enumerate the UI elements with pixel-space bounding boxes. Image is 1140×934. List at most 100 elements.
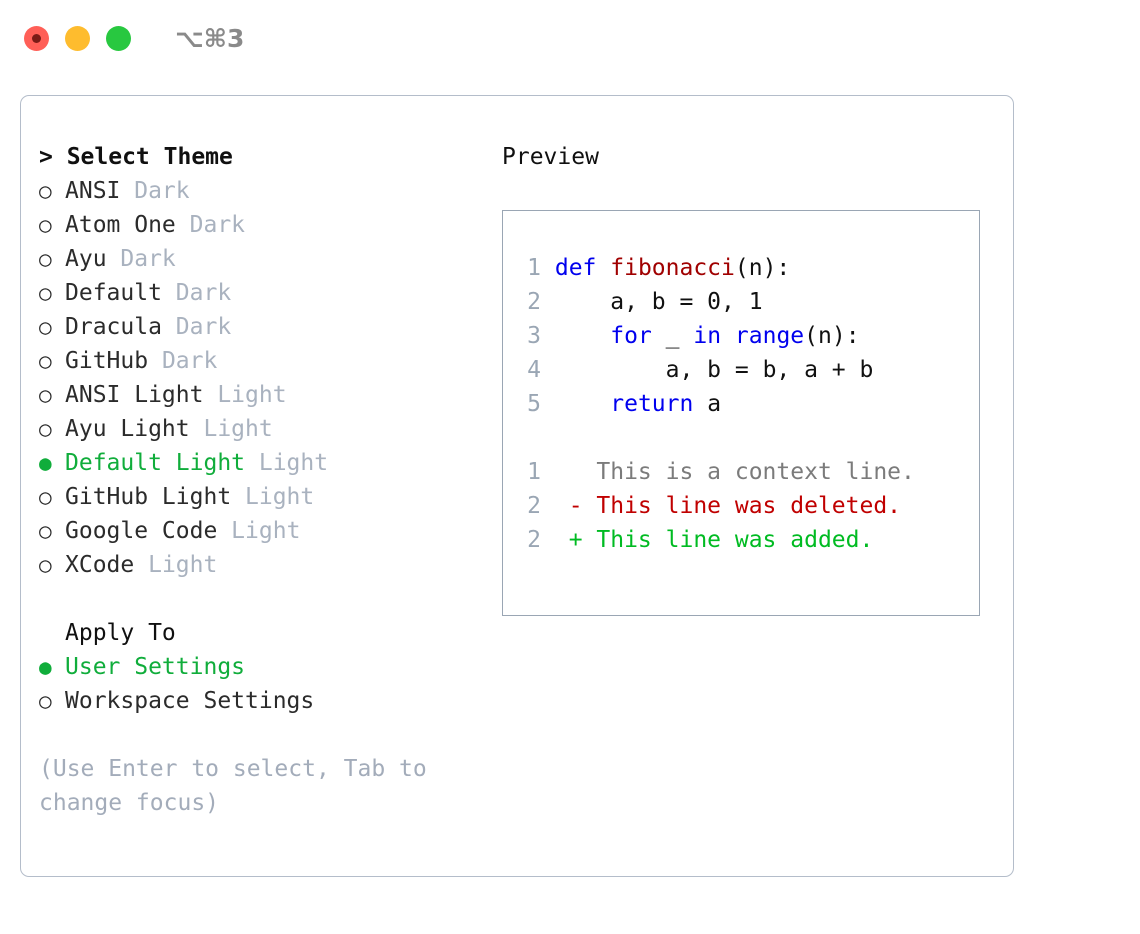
- theme-list-item[interactable]: ○ ANSI Dark: [39, 174, 481, 208]
- theme-category: Light: [245, 450, 329, 476]
- theme-name: Default: [65, 280, 162, 306]
- theme-name: XCode: [65, 552, 135, 578]
- diff-line: 2 + This line was added.: [519, 523, 979, 557]
- code-token: return: [610, 391, 694, 417]
- close-button[interactable]: [24, 25, 49, 51]
- radio-unselected-icon[interactable]: ○: [39, 485, 52, 509]
- code-line: 3 for _ in range(n):: [519, 319, 979, 353]
- radio-unselected-icon[interactable]: ○: [39, 179, 52, 203]
- apply-to-item[interactable]: ● User Settings: [39, 650, 481, 684]
- radio-selected-icon[interactable]: ●: [39, 655, 52, 679]
- list-spacer: [39, 582, 481, 616]
- theme-name: ANSI: [65, 178, 121, 204]
- code-line: 4 a, b = b, a + b: [519, 353, 979, 387]
- page-title: > Select Theme: [39, 144, 233, 170]
- radio-unselected-icon[interactable]: ○: [39, 383, 52, 407]
- theme-selector-panel: > Select Theme ○ANSI Dark○Atom One Dark○…: [20, 95, 1014, 877]
- radio-unselected-icon[interactable]: ○: [39, 213, 52, 237]
- theme-category: Dark: [175, 212, 246, 238]
- theme-category: Light: [231, 484, 315, 510]
- code-token: (n):: [804, 323, 860, 349]
- code-token: range: [734, 323, 805, 349]
- keyboard-shortcut-label: ⌥⌘3: [175, 23, 245, 53]
- theme-list-item[interactable]: ○Ayu Light Light: [39, 412, 481, 446]
- line-number: 4: [527, 357, 541, 383]
- line-number: 5: [527, 391, 541, 417]
- diff-line: 2 - This line was deleted.: [519, 489, 979, 523]
- apply-to-list[interactable]: ● User Settings ○ Workspace Settings: [39, 650, 481, 718]
- theme-name: Google Code: [65, 518, 218, 544]
- radio-unselected-icon[interactable]: ○: [39, 281, 52, 305]
- theme-list-item[interactable]: ○Dracula Dark: [39, 310, 481, 344]
- theme-list-item[interactable]: ○ XCode Light: [39, 548, 481, 582]
- minimize-button[interactable]: [65, 25, 90, 51]
- line-number: 1: [527, 255, 541, 281]
- theme-category: Light: [203, 382, 287, 408]
- code-token: _: [651, 323, 694, 349]
- theme-list-item[interactable]: ●Default Light Light: [39, 446, 481, 480]
- theme-list-item[interactable]: ○ GitHub Light Light: [39, 480, 481, 514]
- code-token: def: [554, 255, 611, 281]
- code-token: a, b = b, a + b: [554, 357, 874, 383]
- code-token: [721, 323, 735, 349]
- theme-list-item[interactable]: ○ GitHub Dark: [39, 344, 481, 378]
- diff-text: - This line was deleted.: [541, 493, 902, 519]
- preview-title: Preview: [502, 144, 599, 170]
- theme-list-item[interactable]: ○ Google Code Light: [39, 514, 481, 548]
- diff-sample: 1 This is a context line.2 - This line w…: [519, 455, 979, 557]
- code-token: for: [610, 323, 652, 349]
- theme-name: ANSI Light: [65, 382, 204, 408]
- radio-unselected-icon[interactable]: ○: [39, 349, 52, 373]
- apply-to-item[interactable]: ○ Workspace Settings: [39, 684, 481, 718]
- zoom-button[interactable]: [106, 25, 131, 51]
- theme-name: Ayu Light: [65, 416, 190, 442]
- keyboard-hint: (Use Enter to select, Tab to change focu…: [39, 756, 427, 816]
- title-bar: ⌥⌘3: [0, 0, 1140, 76]
- code-token: (n):: [734, 255, 791, 281]
- radio-unselected-icon[interactable]: ○: [39, 315, 52, 339]
- close-dot-icon: [32, 33, 41, 43]
- radio-selected-icon[interactable]: ●: [39, 451, 52, 475]
- code-token: [555, 323, 610, 349]
- hint-spacer: [39, 718, 481, 752]
- radio-unselected-icon[interactable]: ○: [39, 553, 52, 577]
- radio-unselected-icon[interactable]: ○: [39, 247, 52, 271]
- line-number: 2: [527, 527, 541, 553]
- theme-name: GitHub: [65, 348, 149, 374]
- theme-list-item[interactable]: ○ Default Dark: [39, 276, 481, 310]
- theme-category: Light: [134, 552, 218, 578]
- radio-unselected-icon[interactable]: ○: [39, 417, 52, 441]
- apply-to-heading: Apply To: [65, 620, 176, 646]
- code-line: 2 a, b = 0, 1: [519, 285, 979, 319]
- code-line: 1 def fibonacci(n):: [519, 251, 979, 285]
- radio-unselected-icon[interactable]: ○: [39, 519, 52, 543]
- theme-category: Dark: [148, 348, 218, 374]
- code-line: 5 return a: [519, 387, 979, 421]
- theme-list-item[interactable]: ○ ANSI Light Light: [39, 378, 481, 412]
- theme-name: GitHub Light: [65, 484, 232, 510]
- code-token: fibonacci: [610, 255, 735, 281]
- theme-list-column: > Select Theme ○ANSI Dark○Atom One Dark○…: [21, 140, 481, 876]
- theme-category: Dark: [161, 314, 232, 340]
- code-diff-spacer: [519, 421, 979, 455]
- theme-list[interactable]: ○ANSI Dark○Atom One Dark○Ayu Dark○Defaul…: [39, 174, 481, 582]
- preview-column: Preview 1 def fibonacci(n):2 a, b = 0, 1…: [481, 140, 1013, 876]
- code-token: a: [693, 391, 722, 417]
- theme-category: Dark: [120, 178, 190, 204]
- window-controls: [24, 25, 131, 51]
- theme-name: Ayu: [65, 246, 107, 272]
- radio-unselected-icon[interactable]: ○: [39, 689, 52, 713]
- apply-to-label: User Settings: [65, 654, 246, 680]
- apply-to-label: Workspace Settings: [65, 688, 315, 714]
- code-token: [555, 391, 610, 417]
- theme-list-item[interactable]: ○Atom One Dark: [39, 208, 481, 242]
- line-number: 2: [527, 289, 541, 315]
- theme-category: Light: [217, 518, 301, 544]
- diff-text: This is a context line.: [541, 459, 915, 485]
- theme-category: Dark: [161, 280, 232, 306]
- line-number: 3: [527, 323, 541, 349]
- theme-list-item[interactable]: ○Ayu Dark: [39, 242, 481, 276]
